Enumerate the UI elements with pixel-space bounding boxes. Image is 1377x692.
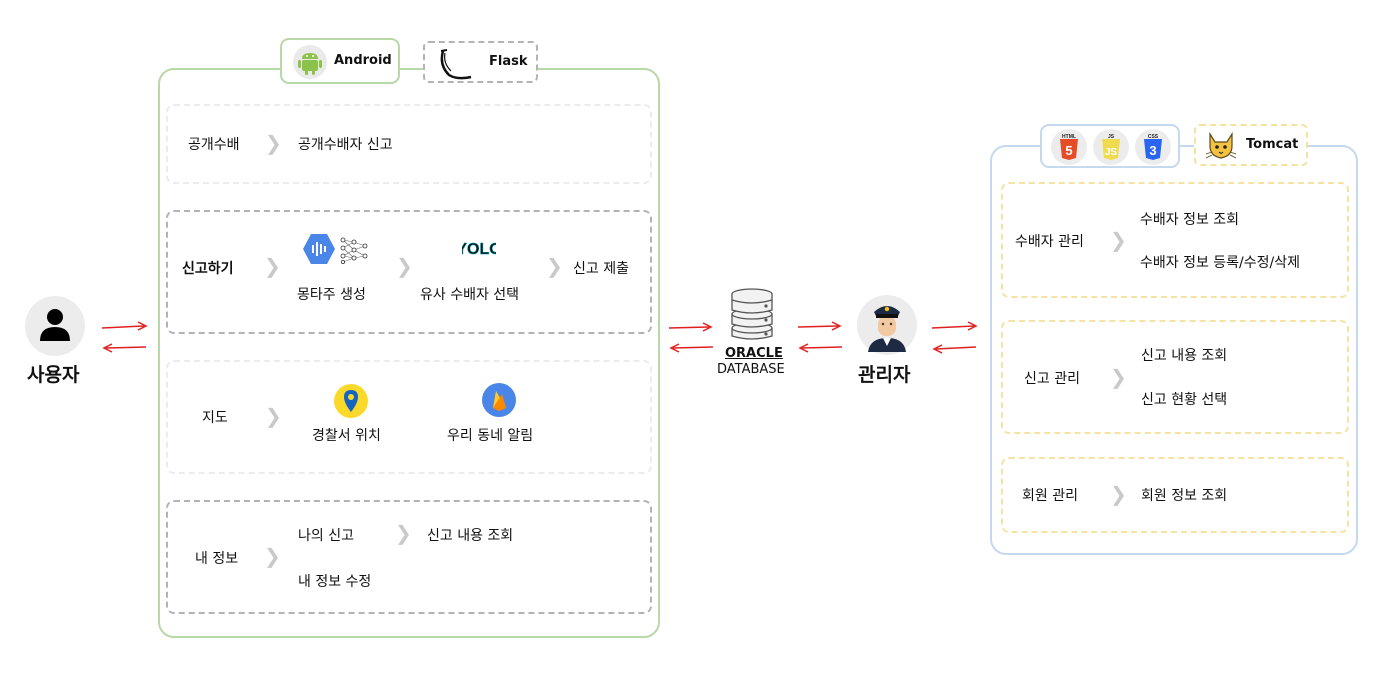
admin-section-wanted <box>1001 182 1349 298</box>
arrow-db-to-app <box>669 343 714 353</box>
chevron-right-icon: ❯ <box>1110 365 1127 389</box>
android-tag: Android <box>280 38 400 84</box>
admin-member-view[interactable]: 회원 정보 조회 <box>1141 488 1228 504</box>
chevron-right-icon: ❯ <box>395 521 412 545</box>
css3-icon: CSS 3 <box>1135 129 1171 165</box>
chevron-right-icon: ❯ <box>1110 228 1127 252</box>
android-icon <box>293 45 327 79</box>
speech-ai-icon <box>303 234 335 264</box>
svg-text:3: 3 <box>1149 143 1156 158</box>
firebase-icon <box>482 383 516 417</box>
location-pin-icon <box>334 384 368 418</box>
section-wanted <box>166 104 652 184</box>
arrow-admin-to-db <box>798 343 843 353</box>
svg-text:JS: JS <box>1108 134 1115 140</box>
chevron-right-icon: ❯ <box>546 254 563 278</box>
tomcat-icon <box>1205 131 1237 159</box>
arrow-app-to-db <box>668 322 713 332</box>
android-app-panel <box>158 68 660 638</box>
web-tech-tag: HTML 5 JS JS CSS 3 <box>1040 124 1180 168</box>
neural-network-icon <box>340 237 368 264</box>
wanted-report[interactable]: 공개수배자 신고 <box>298 137 393 153</box>
tomcat-tag-label: Tomcat <box>1246 137 1299 152</box>
myinfo-my-reports[interactable]: 나의 신고 <box>298 528 354 544</box>
arrow-user-to-app <box>101 321 148 331</box>
android-tag-label: Android <box>334 53 392 68</box>
svg-text:5: 5 <box>1065 143 1072 158</box>
javascript-icon: JS JS <box>1093 129 1129 165</box>
arrow-db-to-admin <box>797 321 842 331</box>
chevron-right-icon: ❯ <box>265 404 282 428</box>
admin-wanted-title[interactable]: 수배자 관리 <box>1015 234 1084 250</box>
report-title[interactable]: 신고하기 <box>182 261 234 277</box>
wanted-title[interactable]: 공개수배 <box>188 137 240 153</box>
section-report <box>166 210 652 334</box>
svg-text:HTML: HTML <box>1062 134 1076 140</box>
database-sub: DATABASE <box>717 362 785 377</box>
arrow-app-to-user <box>102 343 147 353</box>
admin-wanted-edit[interactable]: 수배자 정보 등록/수정/삭제 <box>1140 255 1301 271</box>
flask-icon <box>440 49 472 80</box>
section-myinfo <box>166 500 652 614</box>
admin-section-member <box>1001 457 1349 533</box>
flask-tag-label: Flask <box>489 54 528 69</box>
chevron-right-icon: ❯ <box>396 254 413 278</box>
chevron-right-icon: ❯ <box>264 544 281 568</box>
svg-text:JS: JS <box>1105 147 1118 158</box>
tomcat-tag: Tomcat <box>1194 124 1308 166</box>
user-icon <box>25 296 85 356</box>
report-step-similar[interactable]: 유사 수배자 선택 <box>420 287 520 303</box>
svg-text:CSS: CSS <box>1148 134 1159 140</box>
section-map <box>166 360 652 474</box>
flask-tag: Flask <box>423 41 538 83</box>
report-step-submit[interactable]: 신고 제출 <box>573 261 629 277</box>
police-officer-icon <box>857 295 917 355</box>
map-neighborhood-alert[interactable]: 우리 동네 알림 <box>447 428 534 444</box>
admin-report-title[interactable]: 신고 관리 <box>1024 371 1080 387</box>
database-name: ORACLE <box>725 346 783 361</box>
report-step-montage[interactable]: 몽타주 생성 <box>297 287 366 303</box>
admin-report-status[interactable]: 신고 현황 선택 <box>1141 392 1228 408</box>
yolo-icon: YOLO <box>462 241 496 259</box>
myinfo-edit-profile[interactable]: 내 정보 수정 <box>298 574 372 590</box>
admin-section-report <box>1001 320 1349 434</box>
admin-report-view[interactable]: 신고 내용 조회 <box>1141 348 1228 364</box>
myinfo-report-detail[interactable]: 신고 내용 조회 <box>427 528 514 544</box>
map-title[interactable]: 지도 <box>202 410 228 426</box>
arrow-web-to-admin <box>932 344 977 354</box>
admin-member-title[interactable]: 회원 관리 <box>1022 488 1078 504</box>
user-node <box>24 295 86 357</box>
admin-label: 관리자 <box>858 364 911 386</box>
arrow-admin-to-web <box>931 321 978 331</box>
html5-icon: HTML 5 <box>1051 129 1087 165</box>
chevron-right-icon: ❯ <box>1110 482 1127 506</box>
chevron-right-icon: ❯ <box>265 131 282 155</box>
myinfo-title[interactable]: 내 정보 <box>195 551 239 567</box>
user-label: 사용자 <box>27 364 80 386</box>
admin-wanted-view[interactable]: 수배자 정보 조회 <box>1140 212 1240 228</box>
svg-text:YOLO: YOLO <box>462 241 496 258</box>
database-icon <box>731 288 773 340</box>
chevron-right-icon: ❯ <box>264 254 281 278</box>
map-police-location[interactable]: 경찰서 위치 <box>312 428 381 444</box>
